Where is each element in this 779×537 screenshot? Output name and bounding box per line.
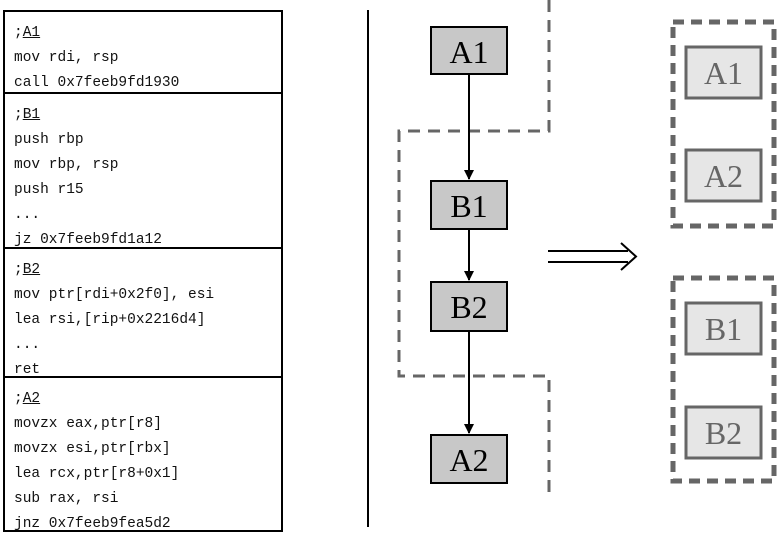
code-line: ... (14, 337, 41, 353)
code-block-a2: ;A2 movzx eax,ptr[r8] movzx esi,ptr[rbx]… (5, 376, 281, 532)
group-node-label: B2 (705, 415, 742, 451)
cfg-node-b2: B2 (430, 281, 508, 332)
code-line: push r15 (14, 182, 84, 198)
code-line: mov ptr[rdi+0x2f0], esi (14, 287, 215, 303)
cfg-node-a1: A1 (430, 26, 508, 75)
group-b: B1 B2 (670, 275, 777, 484)
double-arrow-icon (548, 242, 638, 271)
cfg-node-label: B1 (450, 188, 487, 224)
block-label-name: B1 (22, 107, 41, 123)
block-label: ;B2 (14, 258, 281, 283)
code-line: movzx eax,ptr[r8] (14, 416, 162, 432)
code-line: jnz 0x7feeb9fea5d2 (14, 516, 171, 532)
label-prefix: ; (14, 25, 23, 41)
code-line: call 0x7feeb9fd1930 (14, 75, 180, 91)
vertical-divider (367, 10, 369, 527)
code-line: ret (14, 362, 41, 378)
code-block-a1: ;A1 mov rdi, rsp call 0x7feeb9fd1930 (5, 12, 281, 93)
code-block-b2: ;B2 mov ptr[rdi+0x2f0], esi lea rsi,[rip… (5, 247, 281, 378)
block-label-name: A1 (22, 25, 41, 41)
cfg-node-label: A1 (449, 34, 488, 70)
group-node-a1: A1 (684, 45, 763, 100)
code-line: movzx esi,ptr[rbx] (14, 441, 171, 457)
region-boundary-dashed (397, 0, 551, 500)
group-node-b1: B1 (684, 301, 763, 356)
group-node-b2: B2 (684, 405, 763, 460)
code-line: push rbp (14, 132, 84, 148)
group-node-label: B1 (705, 311, 742, 347)
block-label: ;B1 (14, 103, 281, 128)
label-prefix: ; (14, 391, 23, 407)
block-label: ;A2 (14, 387, 281, 412)
code-line: mov rdi, rsp (14, 50, 119, 66)
label-prefix: ; (14, 107, 23, 123)
code-block-b1: ;B1 push rbp mov rbp, rsp push r15 ... j… (5, 92, 281, 248)
cfg-node-label: A2 (449, 442, 488, 478)
code-line: lea rcx,ptr[r8+0x1] (14, 466, 180, 482)
group-node-label: A2 (704, 158, 743, 194)
code-line: mov rbp, rsp (14, 157, 119, 173)
assembly-listing: ;A1 mov rdi, rsp call 0x7feeb9fd1930 ;B1… (3, 10, 283, 532)
group-node-label: A1 (704, 55, 743, 91)
code-line: ... (14, 207, 41, 223)
code-line: sub rax, rsi (14, 491, 119, 507)
block-label-name: A2 (22, 391, 41, 407)
code-line: lea rsi,[rip+0x2216d4] (14, 312, 206, 328)
cfg-node-b1: B1 (430, 180, 508, 230)
label-prefix: ; (14, 262, 23, 278)
code-line: jz 0x7feeb9fd1a12 (14, 232, 162, 248)
cfg-node-a2: A2 (430, 434, 508, 484)
block-label: ;A1 (14, 21, 281, 46)
block-label-name: B2 (22, 262, 41, 278)
group-a: A1 A2 (670, 19, 777, 229)
cfg-node-label: B2 (450, 289, 487, 325)
group-node-a2: A2 (684, 148, 763, 203)
